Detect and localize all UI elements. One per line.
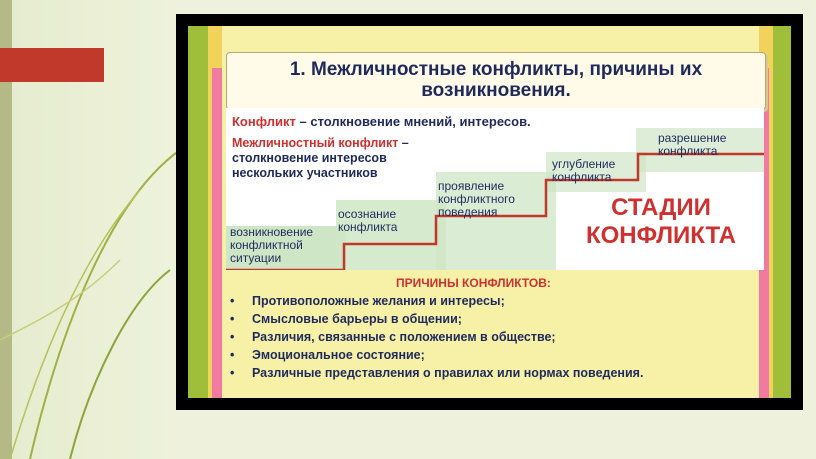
stairs-diagram: [226, 128, 764, 270]
conflict-text: – столкновение мнений, интересов.: [295, 114, 531, 129]
decor-bar-left: [188, 26, 208, 398]
decor-pink-right: [759, 68, 769, 398]
decor-stripe: [0, 0, 12, 459]
slide-title: 1. Межличностные конфликты, причины их в…: [289, 59, 703, 101]
stage-4: углубление конфликта: [552, 157, 616, 184]
decor-leaves: [0, 149, 180, 459]
reason-text: Эмоциональное состояние;: [252, 348, 425, 362]
reason-text: Различия, связанные с положением в общес…: [252, 330, 556, 344]
reason-item: •Противоположные желания и интересы;: [230, 294, 505, 308]
slide-frame: 1. Межличностные конфликты, причины их в…: [176, 14, 803, 410]
reason-item: •Эмоциональное состояние;: [230, 348, 425, 362]
conflict-definition: Конфликт – столкновение мнений, интересо…: [232, 114, 531, 129]
reason-item: •Различия, связанные с положением в обще…: [230, 330, 556, 344]
reason-text: Противоположные желания и интересы;: [252, 294, 505, 308]
stages-panel: Конфликт – столкновение мнений, интересо…: [226, 108, 764, 270]
reason-text: Различные представления о правилах или н…: [252, 366, 644, 380]
decor-bar-right: [773, 26, 791, 398]
reason-item: •Различные представления о правилах или …: [230, 366, 644, 380]
stage-3: проявление конфликтного поведения: [438, 179, 515, 219]
reasons-block: ПРИЧИНЫ КОНФЛИКТОВ: •Противоположные жел…: [226, 276, 764, 386]
conflict-term: Конфликт: [232, 114, 296, 129]
reason-text: Смысловые барьеры в общении;: [252, 312, 462, 326]
decor-pink-left: [212, 68, 222, 398]
red-tab: [0, 48, 104, 82]
reasons-title: ПРИЧИНЫ КОНФЛИКТОВ:: [396, 276, 551, 290]
interpersonal-text: – столкновение интересов нескольких учас…: [232, 136, 409, 180]
interpersonal-definition: Межличностный конфликт – столкновение ин…: [232, 136, 412, 181]
stage-1: возникновение конфликтной ситуации: [230, 225, 314, 265]
slide-image: 1. Межличностные конфликты, причины их в…: [188, 26, 791, 398]
interpersonal-term: Межличностный конфликт: [232, 136, 399, 150]
reason-item: •Смысловые барьеры в общении;: [230, 312, 462, 326]
title-scroll: 1. Межличностные конфликты, причины их в…: [226, 52, 766, 110]
stage-2: осознание конфликта: [338, 207, 398, 234]
stage-5: разрешение конфликта: [658, 131, 727, 158]
stages-heading: СТАДИИ КОНФЛИКТА: [585, 194, 737, 249]
